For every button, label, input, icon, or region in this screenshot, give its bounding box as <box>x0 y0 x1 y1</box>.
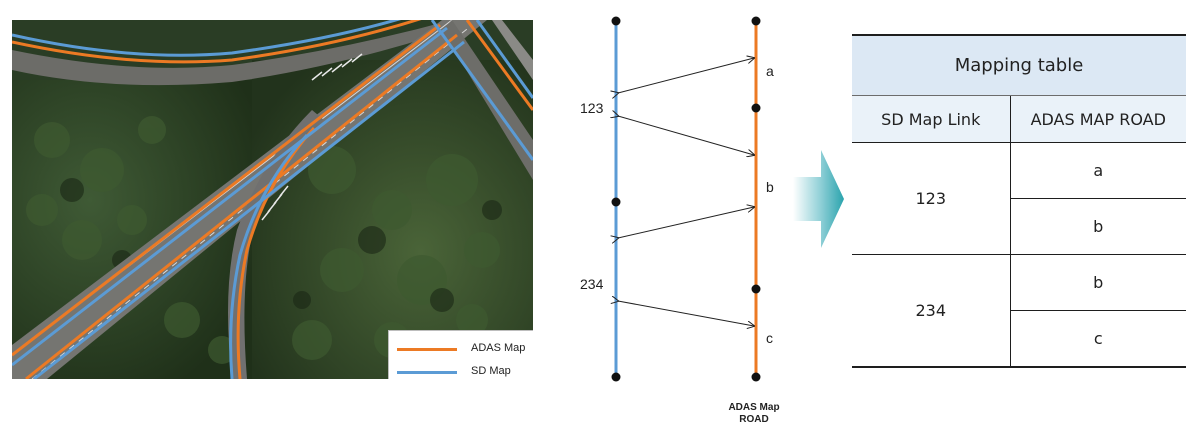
link-arrow <box>618 301 754 326</box>
adas-caption-line1: ADAS Map <box>728 402 779 413</box>
link-arrow <box>618 58 754 93</box>
adas-road-cell: b <box>1010 198 1186 255</box>
adas-node <box>751 372 761 382</box>
link-arrow <box>618 207 754 238</box>
sd-swatch <box>397 371 457 374</box>
sd-link-label: 123 <box>580 100 604 116</box>
table-row: b <box>852 198 1186 255</box>
adas-swatch <box>397 348 457 351</box>
legend-label-sd: SD Map <box>471 365 511 377</box>
adas-road-cell: a <box>1010 142 1186 199</box>
table-row: 123 a <box>852 142 1186 255</box>
flow-arrow-icon <box>793 150 844 248</box>
sd-link-label: 234 <box>580 276 604 292</box>
adas-road-label: b <box>766 179 774 195</box>
legend-label-adas: ADAS Map <box>471 342 526 354</box>
link-mapping-diagram: 123 234 a b c ADAS Map ROAD <box>580 16 780 425</box>
table-row: 234 b <box>852 254 1186 368</box>
sd-node <box>611 16 621 26</box>
adas-node <box>751 103 761 113</box>
map-legend: ADAS Map SD Map <box>388 330 533 379</box>
table-row: c <box>852 310 1186 368</box>
link-arrow <box>618 116 754 155</box>
adas-node <box>751 284 761 294</box>
adas-node <box>751 16 761 26</box>
sd-link-cell: 234 <box>852 254 1011 368</box>
adas-road-cell: c <box>1010 310 1186 368</box>
table-title: Mapping table <box>852 34 1186 96</box>
adas-caption-line2: ROAD <box>739 414 768 425</box>
mapping-table: Mapping table SD Map Link ADAS MAP ROAD … <box>852 34 1186 368</box>
legend-item-adas: ADAS Map <box>389 339 533 359</box>
aerial-map-image: ADAS Map SD Map <box>12 20 533 379</box>
adas-road-label: a <box>766 63 774 79</box>
aerial-photo <box>12 20 533 379</box>
column-header-adas: ADAS MAP ROAD <box>1010 95 1186 143</box>
column-header-sd: SD Map Link <box>852 95 1011 143</box>
adas-road-cell: b <box>1010 254 1186 311</box>
sd-link-cell: 123 <box>852 142 1011 255</box>
legend-item-sd: SD Map <box>389 362 533 379</box>
sd-node <box>611 372 621 382</box>
adas-road-label: c <box>766 330 773 346</box>
sd-node <box>611 197 621 207</box>
